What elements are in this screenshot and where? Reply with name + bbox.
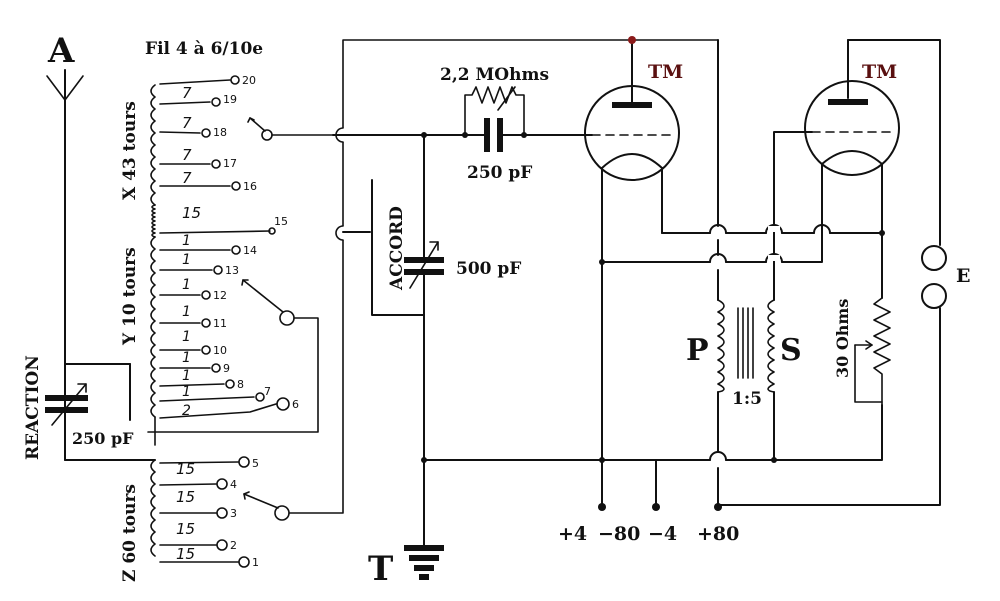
accord-label: ACCORD [387, 206, 407, 291]
antenna-label: A [47, 31, 75, 71]
turn-count: 15 [176, 545, 195, 563]
coil-y-label: Y 10 tours [120, 247, 140, 346]
turn-count: 2 [182, 403, 191, 419]
turn-count: 7 [182, 84, 192, 102]
turn-count: 1 [182, 368, 191, 384]
transformer-primary-label: P [686, 333, 709, 368]
accord-capacitor [332, 132, 466, 531]
tap-number: 6 [292, 398, 299, 411]
rheostat [854, 297, 891, 406]
tap-number: 19 [223, 93, 237, 106]
grid-leak [462, 86, 593, 152]
tap-number: 11 [213, 317, 227, 330]
supply-terminals [598, 503, 722, 511]
turn-count: 15 [176, 460, 195, 478]
tap-number: 20 [242, 74, 256, 87]
tapped-coil [150, 84, 156, 557]
tap-number: 2 [230, 539, 237, 552]
turn-count: 1 [182, 252, 191, 268]
tap-number: 9 [223, 362, 230, 375]
turn-count: 7 [182, 114, 192, 132]
terminal-plus4: +4 [558, 523, 587, 545]
terminal-minus80: −80 [598, 523, 640, 545]
grid-leak-capacitor-label: 250 pF [467, 163, 532, 183]
antenna-symbol [46, 69, 84, 461]
selector-switches [147, 39, 719, 521]
tap-number: 10 [213, 344, 227, 357]
tube-1-label: TM [648, 61, 683, 83]
ground-label: T [368, 549, 393, 589]
turn-count: 7 [182, 146, 192, 164]
wire-crossings [335, 127, 348, 241]
terminal-plus80: +80 [697, 523, 739, 545]
headphones [921, 245, 947, 309]
tap-number: 17 [223, 157, 237, 170]
coil-x-label: X 43 tours [120, 101, 140, 200]
turn-count: 15 [176, 520, 195, 538]
turn-count: 15 [176, 488, 195, 506]
reaction-label: REACTION [23, 355, 43, 460]
tap-number: 1 [252, 556, 259, 569]
wire-gauge-label: Fil 4 à 6/10e [145, 39, 263, 59]
turn-count: 1 [182, 277, 191, 293]
transformer-ratio-label: 1:5 [732, 389, 762, 409]
headphones-label: E [956, 265, 970, 287]
tube-1 [584, 39, 680, 506]
reaction-value: 250 pF [72, 429, 134, 448]
tap-number: 7 [264, 385, 271, 398]
coil-taps [159, 75, 290, 568]
terminal-minus4: −4 [648, 523, 677, 545]
tap-number: 12 [213, 289, 227, 302]
turn-count: 15 [182, 204, 201, 222]
rheostat-label: 30 Ohms [833, 299, 852, 378]
turn-count: 1 [182, 350, 191, 366]
tap-numbers: 20 19 18 17 16 15 14 13 12 11 10 9 8 7 6… [213, 74, 299, 569]
tap-number: 3 [230, 507, 237, 520]
tube-2-label: TM [862, 61, 897, 83]
grid-leak-resistor-label: 2,2 MOhms [440, 65, 549, 85]
tap-number: 18 [213, 126, 227, 139]
turn-counts: 7 7 7 7 15 1 1 1 1 1 1 1 1 1 2 15 15 15 … [176, 84, 201, 563]
turn-count: 7 [182, 169, 192, 187]
turn-count: 1 [182, 233, 191, 249]
turn-count: 1 [182, 304, 191, 320]
tap-number: 8 [237, 378, 244, 391]
ground-symbol [404, 529, 444, 580]
tap-number: 13 [225, 264, 239, 277]
turn-count: 1 [182, 329, 191, 345]
tap-number: 14 [243, 244, 257, 257]
coil-z-label: Z 60 tours [120, 484, 140, 582]
transformer-secondary-label: S [780, 333, 802, 368]
transformer [717, 299, 775, 393]
junction-dot [628, 36, 636, 44]
tap-number: 5 [252, 457, 259, 470]
accord-value: 500 pF [456, 259, 521, 279]
tap-number: 15 [274, 215, 288, 228]
tap-number: 16 [243, 180, 257, 193]
wiring [421, 39, 941, 506]
turn-count: 1 [182, 384, 191, 400]
tap-number: 4 [230, 478, 237, 491]
reaction-capacitor [45, 363, 156, 461]
